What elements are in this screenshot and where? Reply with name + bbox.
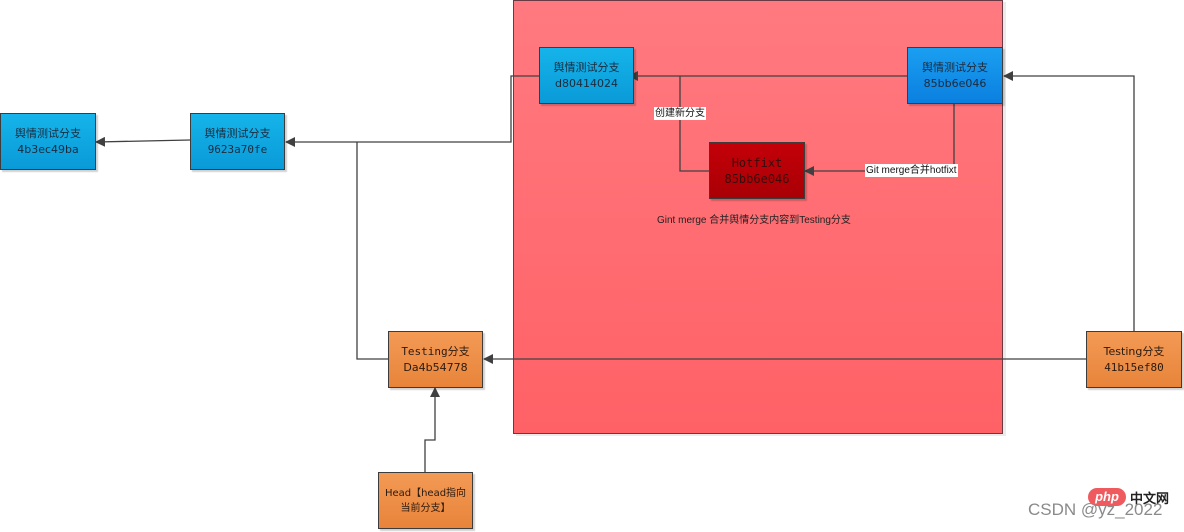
node-hash: 4b3ec49ba [17, 142, 79, 156]
node-hash: 85bb6e046 [923, 76, 987, 90]
node-hash: d80414024 [555, 76, 618, 90]
edge-d80-to-9623 [285, 75, 539, 147]
node-title: 舆情测试分支 [204, 126, 271, 140]
testing-node-41b15ef80[interactable]: Testing分支 41b15ef80 [1086, 331, 1182, 388]
node-title: 舆情测试分支 [922, 60, 988, 74]
node-title: Head【head指向当前分支】 [384, 487, 467, 514]
merge-hotfix-label: Git merge合并hotfixt [865, 164, 958, 177]
head-pointer-node[interactable]: Head【head指向当前分支】 [378, 472, 473, 529]
commit-node-4b3ec49ba[interactable]: 舆情测试分支 4b3ec49ba [0, 113, 96, 170]
edge-41b-to-85b [1003, 71, 1135, 332]
edge-create-branch [679, 76, 709, 172]
create-branch-label: 创建新分支 [654, 107, 706, 120]
node-title: Hotfixt [731, 155, 783, 170]
edge-testing-trunk [356, 142, 388, 360]
commit-node-9623a70fe[interactable]: 舆情测试分支 9623a70fe [190, 113, 285, 170]
edge-9623-to-4b3 [95, 136, 191, 147]
node-title: 舆情测试分支 [15, 126, 81, 140]
commit-node-85bb6e046[interactable]: 舆情测试分支 85bb6e046 [907, 47, 1003, 104]
php-logo: php [1088, 488, 1126, 506]
php-site-text: 中文网 [1130, 492, 1170, 507]
edge-head-to-da4 [424, 387, 440, 472]
hotfix-node[interactable]: Hotfixt 85bb6e046 [709, 142, 805, 199]
csdn-watermark: CSDN @yz_2022 [1028, 500, 1163, 519]
node-title: Testing分支 [401, 344, 470, 358]
node-hash: 85bb6e046 [724, 171, 790, 186]
node-hash: 9623a70fe [207, 142, 268, 156]
merge-caption: Gint merge 合并舆情分支内容到Testing分支 [657, 215, 851, 226]
node-hash: Da4b54778 [403, 360, 468, 374]
node-hash: 41b15ef80 [1104, 360, 1164, 374]
testing-node-da4b54778[interactable]: Testing分支 Da4b54778 [388, 331, 483, 388]
commit-node-d80414024[interactable]: 舆情测试分支 d80414024 [539, 47, 634, 104]
edge-merge-hotfix [804, 104, 955, 176]
node-title: Testing分支 [1103, 344, 1165, 358]
node-title: 舆情测试分支 [553, 60, 620, 74]
